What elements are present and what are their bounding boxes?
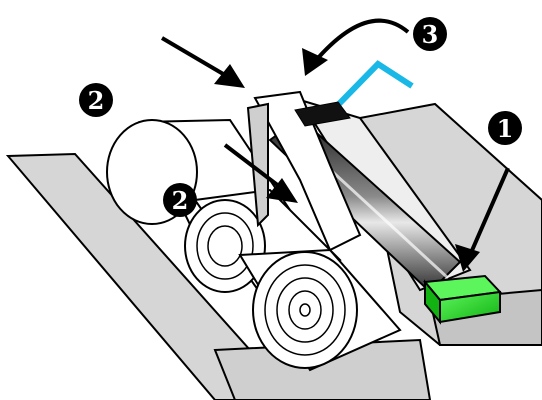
paper-sheet xyxy=(253,90,362,252)
arrow-insert-paper xyxy=(160,36,245,88)
paper-roll-front xyxy=(238,248,402,372)
callout-number: 3 xyxy=(422,20,439,49)
roll-holder-bracket xyxy=(246,102,269,228)
feed-lever xyxy=(294,60,414,127)
callout-badge-3: 3 xyxy=(413,17,447,51)
release-latch xyxy=(423,274,503,325)
arrow-rotate-lever xyxy=(302,18,410,76)
callout-number: 1 xyxy=(497,114,514,143)
callout-number: 2 xyxy=(172,186,189,215)
callout-badge-2a: 2 xyxy=(79,83,113,117)
callout-badge-2b: 2 xyxy=(163,183,197,217)
callout-number: 2 xyxy=(88,86,105,115)
arrow-latch xyxy=(455,167,510,272)
arrow-feed-under-roller xyxy=(223,143,298,203)
right-tray xyxy=(358,102,542,346)
callout-badge-1: 1 xyxy=(488,111,522,145)
